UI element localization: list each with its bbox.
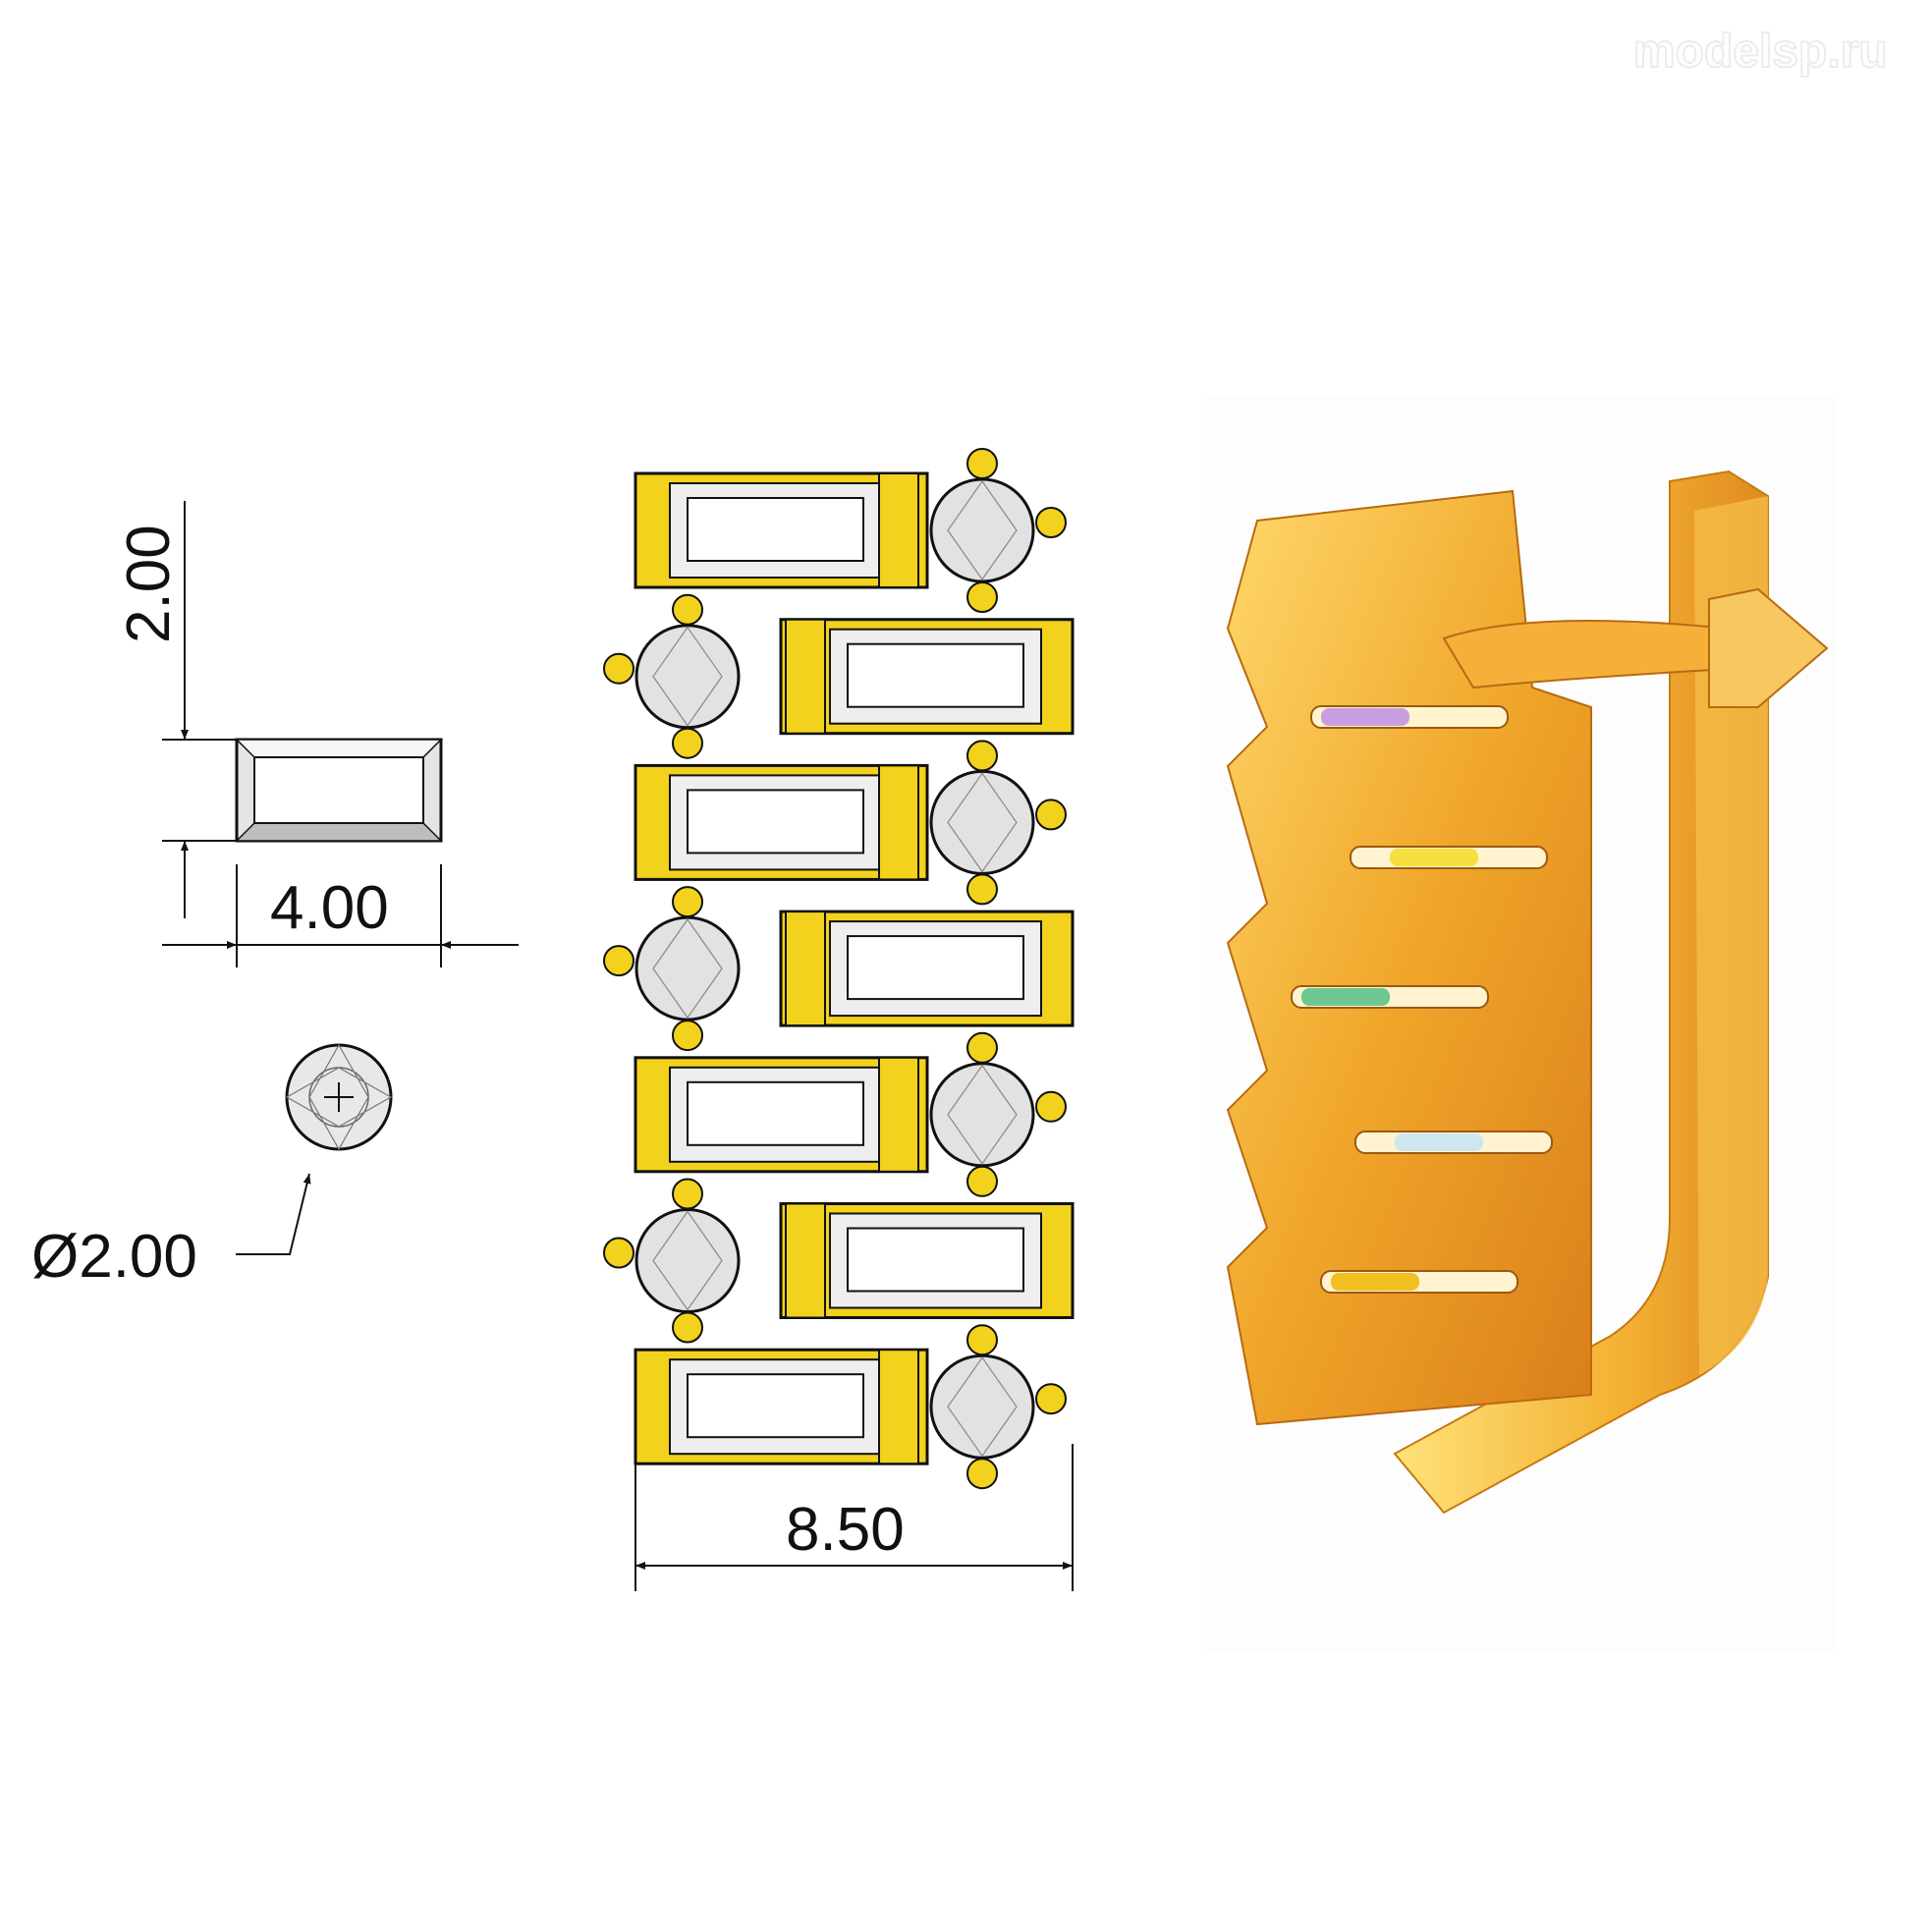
round-stone <box>634 1208 741 1313</box>
baguette-height-label: 2.00 <box>115 524 183 643</box>
round-stone <box>929 1062 1035 1168</box>
gold-bar <box>878 1349 919 1465</box>
gold-prong <box>966 1165 998 1197</box>
gold-prong <box>1035 1090 1067 1123</box>
round-stone-facets <box>947 1064 1018 1165</box>
gold-prong <box>966 873 998 906</box>
gold-prong <box>966 581 998 613</box>
gold-bar <box>878 1056 919 1173</box>
gold-prong <box>966 448 998 479</box>
baguette-table <box>687 1080 864 1146</box>
gold-bar <box>878 472 919 588</box>
earring-front-view <box>603 448 1075 1490</box>
gold-bar <box>878 764 919 881</box>
gold-bar <box>785 618 826 735</box>
baguette-table <box>687 1373 864 1439</box>
gold-prong <box>1035 1383 1067 1415</box>
watermark: modelsp.ru <box>1633 26 1888 78</box>
gold-prong <box>966 1458 998 1490</box>
earring-render-view <box>1202 395 1838 1652</box>
round-stone-facets <box>947 479 1018 581</box>
front-row <box>603 1178 1075 1344</box>
front-row <box>634 1031 1067 1197</box>
colored-stone <box>1395 1133 1483 1151</box>
round-stone-facets <box>652 626 723 727</box>
round-diameter-label: Ø2.00 <box>31 1223 197 1291</box>
gold-prong <box>603 1237 634 1269</box>
front-row <box>603 593 1075 759</box>
front-row <box>634 448 1067 613</box>
gold-prong <box>966 1031 998 1064</box>
colored-stone <box>1331 1273 1419 1291</box>
gold-prong <box>672 1311 703 1344</box>
baguette-table <box>847 935 1024 1001</box>
colored-stone <box>1301 988 1390 1006</box>
colored-stone <box>1321 708 1409 726</box>
front-width-label: 8.50 <box>786 1496 905 1564</box>
gold-prong <box>1035 799 1067 831</box>
gold-prong <box>672 1020 703 1052</box>
gold-prong <box>966 740 998 772</box>
colored-stone <box>1390 849 1478 866</box>
round-stone <box>929 769 1035 875</box>
gold-prong <box>672 886 703 918</box>
gold-bar <box>785 1202 826 1319</box>
round-stone <box>929 477 1035 583</box>
gold-prong <box>672 593 703 626</box>
baguette-table <box>847 642 1024 708</box>
gold-prong <box>672 727 703 759</box>
round-stone <box>929 1353 1035 1460</box>
gold-prong <box>1035 507 1067 538</box>
gold-bar <box>785 911 826 1027</box>
front-row <box>634 1324 1067 1490</box>
round-stone-dimension-detail: Ø2.00 <box>31 1043 393 1291</box>
front-width-dimension: 8.50 <box>634 1444 1074 1591</box>
front-row <box>603 886 1075 1052</box>
gold-prong <box>672 1178 703 1210</box>
round-stone-facets <box>652 918 723 1020</box>
baguette-dimension-detail: 2.00 4.00 <box>115 501 519 967</box>
round-stone <box>634 915 741 1021</box>
front-row <box>634 740 1067 906</box>
gold-prong <box>603 652 634 685</box>
round-stone-facets <box>947 1356 1018 1458</box>
round-stone <box>634 624 741 730</box>
baguette-table <box>847 1227 1024 1293</box>
round-stone-facets <box>652 1210 723 1311</box>
gold-prong <box>966 1324 998 1356</box>
baguette-width-label: 4.00 <box>270 874 389 942</box>
round-stone-facets <box>947 772 1018 873</box>
baguette-table <box>687 497 864 562</box>
baguette-table <box>687 789 864 855</box>
gold-prong <box>603 945 634 977</box>
